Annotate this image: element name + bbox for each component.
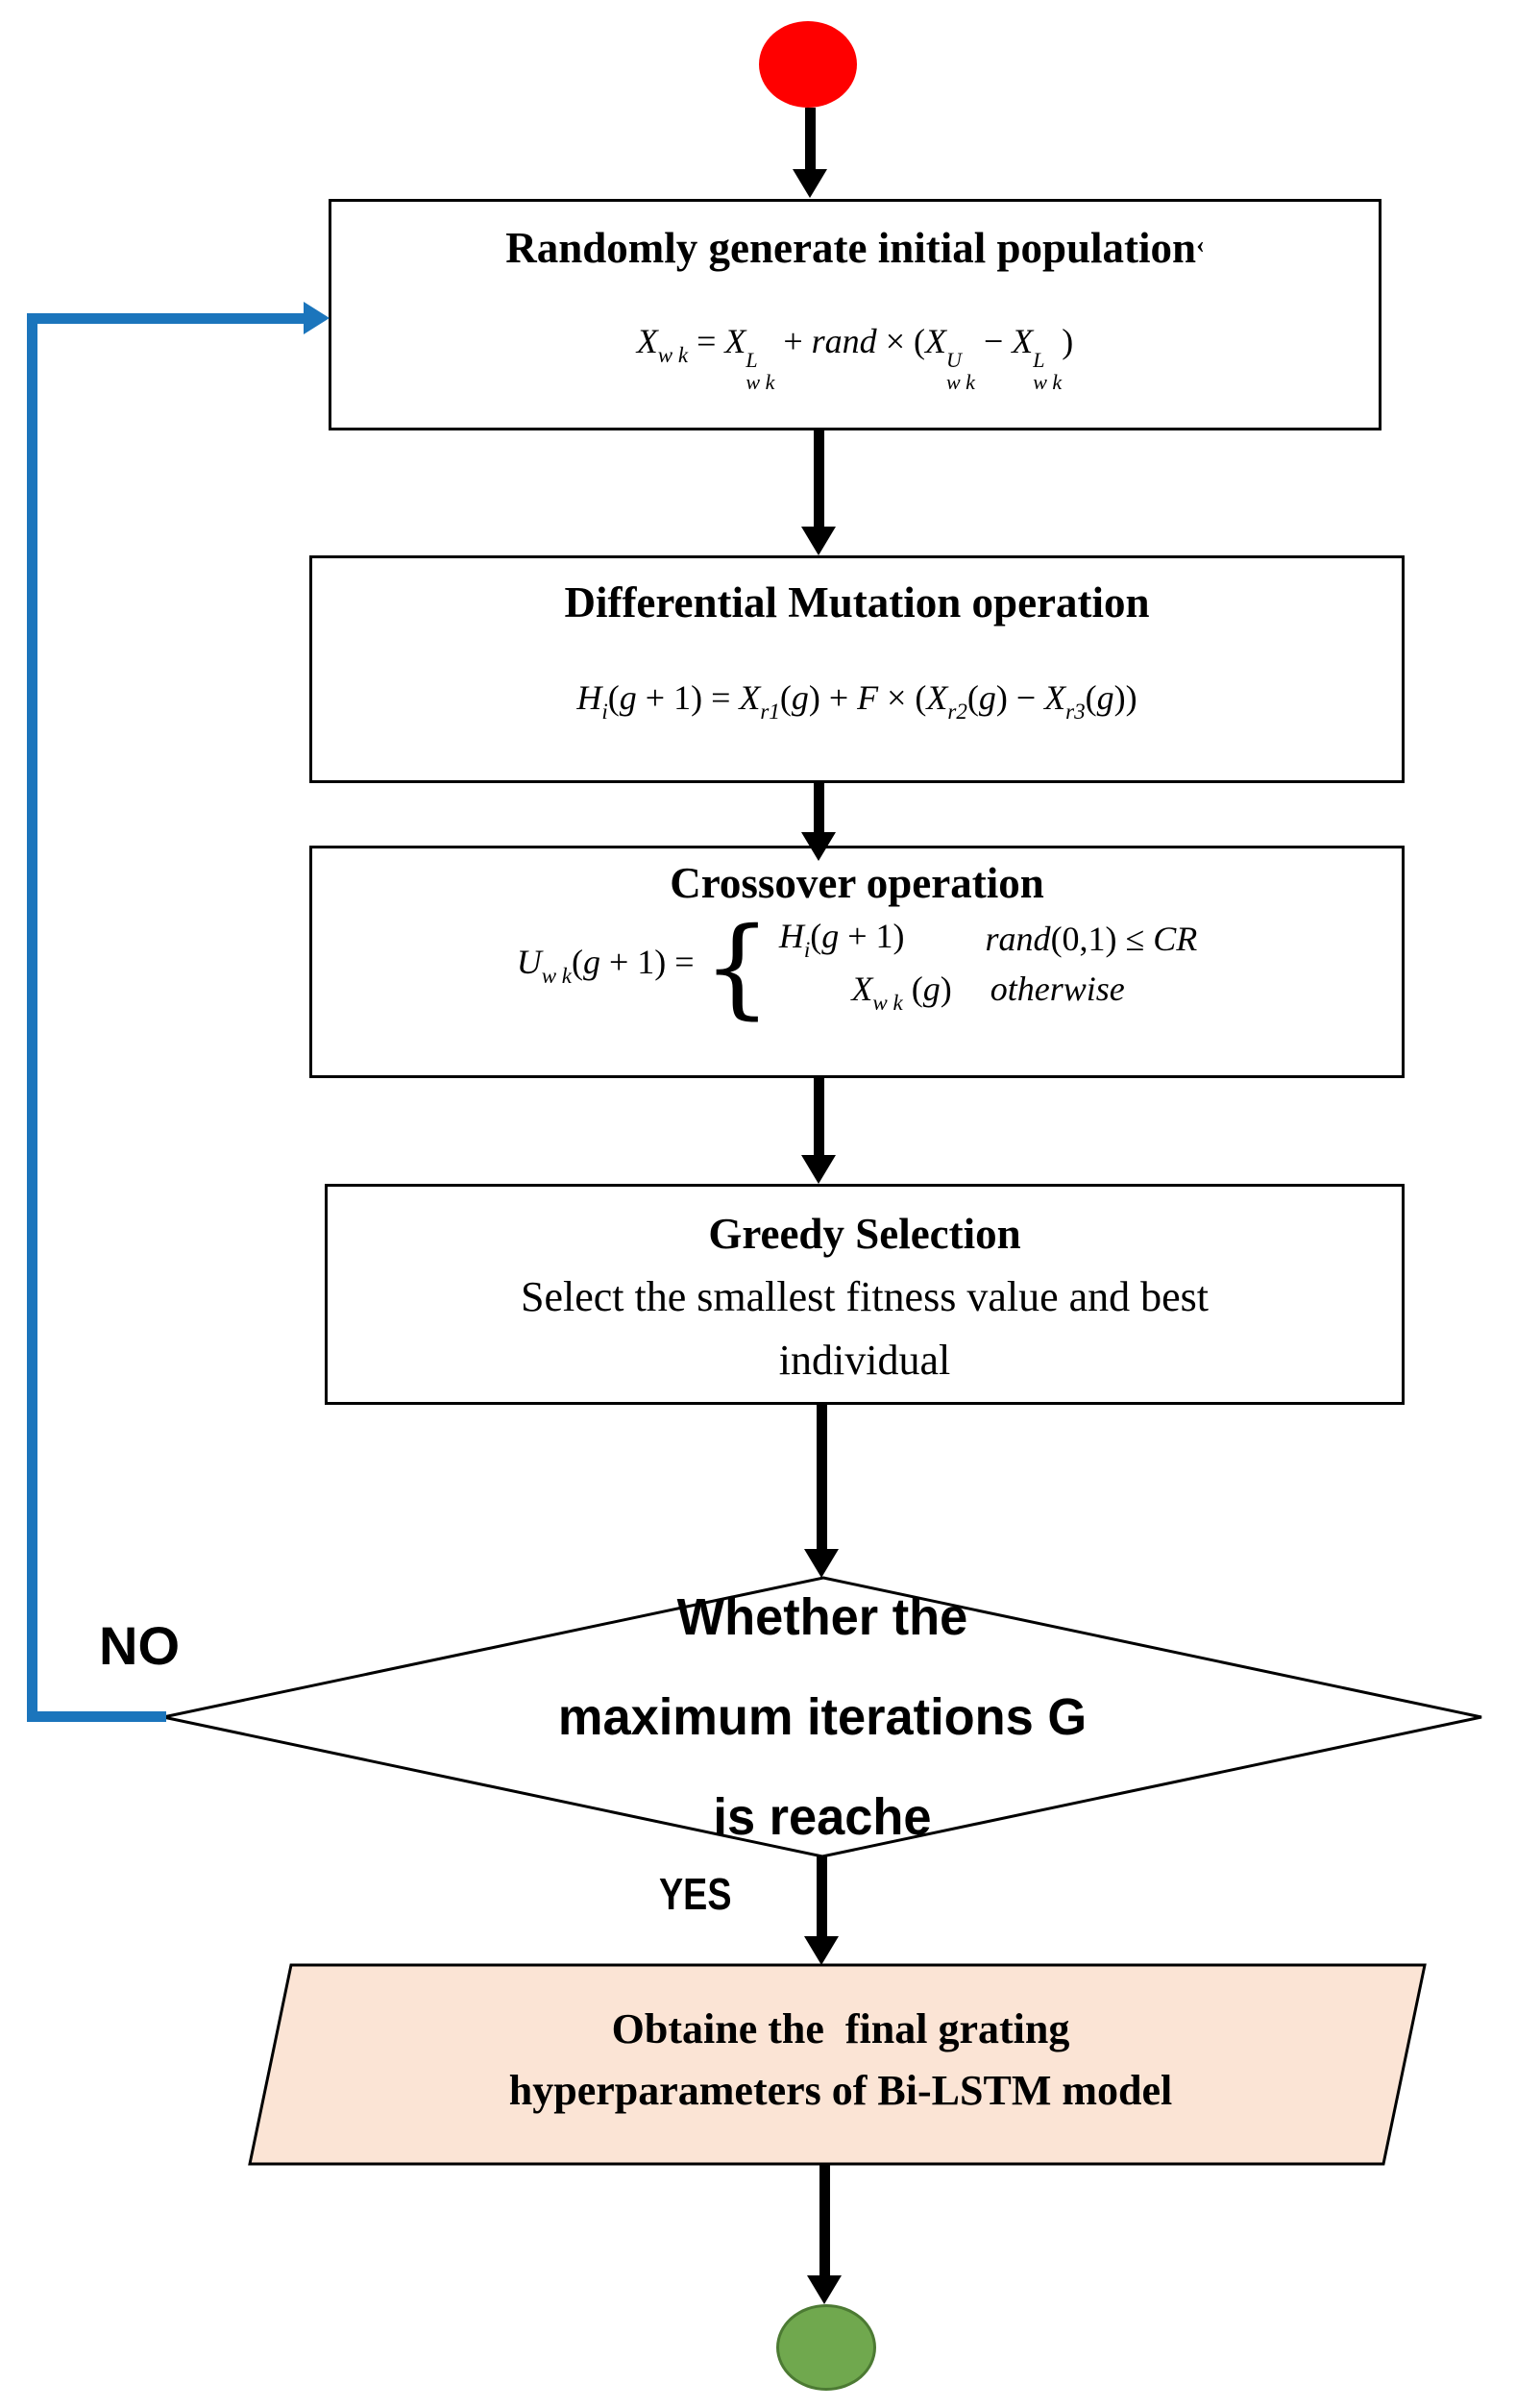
yes-edge-label: YES bbox=[659, 1869, 732, 1919]
arrow-head-icon bbox=[807, 2275, 842, 2304]
crossover-case1-expr: Hi(g + 1) bbox=[778, 916, 905, 962]
arrow-shaft bbox=[813, 430, 824, 527]
output-line1: Obtaine the final grating bbox=[611, 2005, 1070, 2052]
crossover-formula-lhs: Uw k(g + 1) = bbox=[516, 943, 703, 988]
arrow-head-icon bbox=[801, 1155, 836, 1184]
arrow-head-icon bbox=[793, 169, 827, 198]
output-line2: hyperparameters of Bi-LSTM model bbox=[508, 2067, 1173, 2114]
box-greedy-selection: Greedy Selection Select the smallest fit… bbox=[325, 1184, 1405, 1405]
box-mutation-title: Differential Mutation operation bbox=[564, 578, 1150, 627]
crossover-case1-cond: rand(0,1) ≤ CR bbox=[985, 920, 1198, 958]
start-terminator-icon bbox=[759, 21, 857, 108]
crossover-case2-cond: otherwise bbox=[990, 969, 1125, 1008]
arrow-head-icon bbox=[804, 1549, 839, 1578]
crossover-case2-expr: Xw k (g) bbox=[851, 969, 952, 1015]
box-crossover: Crossover operation Uw k(g + 1) = { Hi(g… bbox=[309, 846, 1405, 1078]
arrow-box4-to-decision bbox=[804, 1405, 839, 1578]
output-parallelogram bbox=[248, 1963, 1427, 2166]
arrow-box2-to-box3 bbox=[801, 783, 836, 861]
arrow-shaft bbox=[816, 1405, 827, 1549]
box-greedy-selection-line2: individual bbox=[778, 1337, 951, 1384]
end-terminator-icon bbox=[776, 2304, 876, 2391]
arrow-output-to-end bbox=[807, 2164, 842, 2304]
box-initial-population-title: Randomly generate initial population‹ bbox=[505, 224, 1205, 273]
no-loop-vertical-line bbox=[27, 313, 37, 1722]
decision-line2: maximum iterations G bbox=[557, 1688, 1088, 1746]
no-edge-label: NO bbox=[99, 1615, 180, 1676]
arrow-box1-to-box2 bbox=[801, 430, 836, 555]
arrow-shaft bbox=[819, 2164, 830, 2275]
crossover-brace: { bbox=[702, 904, 771, 1030]
no-loop-arrow-head-icon bbox=[304, 302, 330, 334]
arrow-decision-to-output bbox=[804, 1856, 839, 1965]
box-mutation: Differential Mutation operation Hi(g + 1… bbox=[309, 555, 1405, 783]
box-initial-population-title-mark: ‹ bbox=[1196, 231, 1205, 258]
no-loop-top-line bbox=[27, 313, 306, 324]
arrow-head-icon bbox=[801, 527, 836, 555]
decision-line1: Whether the bbox=[676, 1588, 968, 1646]
arrow-shaft bbox=[816, 1856, 827, 1936]
decision-line3: is reache bbox=[713, 1788, 932, 1846]
crossover-cases: Hi(g + 1) rand(0,1) ≤ CR Xw k (g) otherw… bbox=[779, 916, 1197, 1016]
decision-text: Whether the maximum iterations G is reac… bbox=[183, 1578, 1462, 1856]
output-parallelogram-shape bbox=[248, 1963, 1427, 2166]
crossover-case2: Xw k (g) otherwise bbox=[779, 969, 1197, 1016]
arrow-box3-to-box4 bbox=[801, 1078, 836, 1184]
box-crossover-title: Crossover operation bbox=[670, 859, 1044, 907]
arrow-start-to-box1 bbox=[793, 108, 827, 198]
box-greedy-selection-title: Greedy Selection bbox=[708, 1210, 1021, 1258]
box-mutation-formula: Hi(g + 1) = Xr1(g) + F × (Xr2(g) − Xr3(g… bbox=[576, 677, 1137, 724]
box-greedy-selection-line1: Select the smallest fitness value and be… bbox=[520, 1273, 1210, 1320]
arrow-head-icon bbox=[801, 832, 836, 861]
no-loop-bottom-line bbox=[27, 1711, 166, 1722]
box-initial-population-title-text: Randomly generate initial population bbox=[505, 224, 1197, 272]
arrow-shaft bbox=[813, 1078, 824, 1155]
box-initial-population: Randomly generate initial population‹ Xw… bbox=[329, 199, 1382, 430]
output-text: Obtaine the final grating hyperparameter… bbox=[298, 1999, 1383, 2122]
arrow-shaft bbox=[813, 783, 824, 832]
arrow-head-icon bbox=[804, 1936, 839, 1965]
box-crossover-formula: Uw k(g + 1) = { Hi(g + 1) rand(0,1) ≤ CR… bbox=[516, 904, 1198, 1030]
arrow-shaft bbox=[804, 108, 816, 169]
